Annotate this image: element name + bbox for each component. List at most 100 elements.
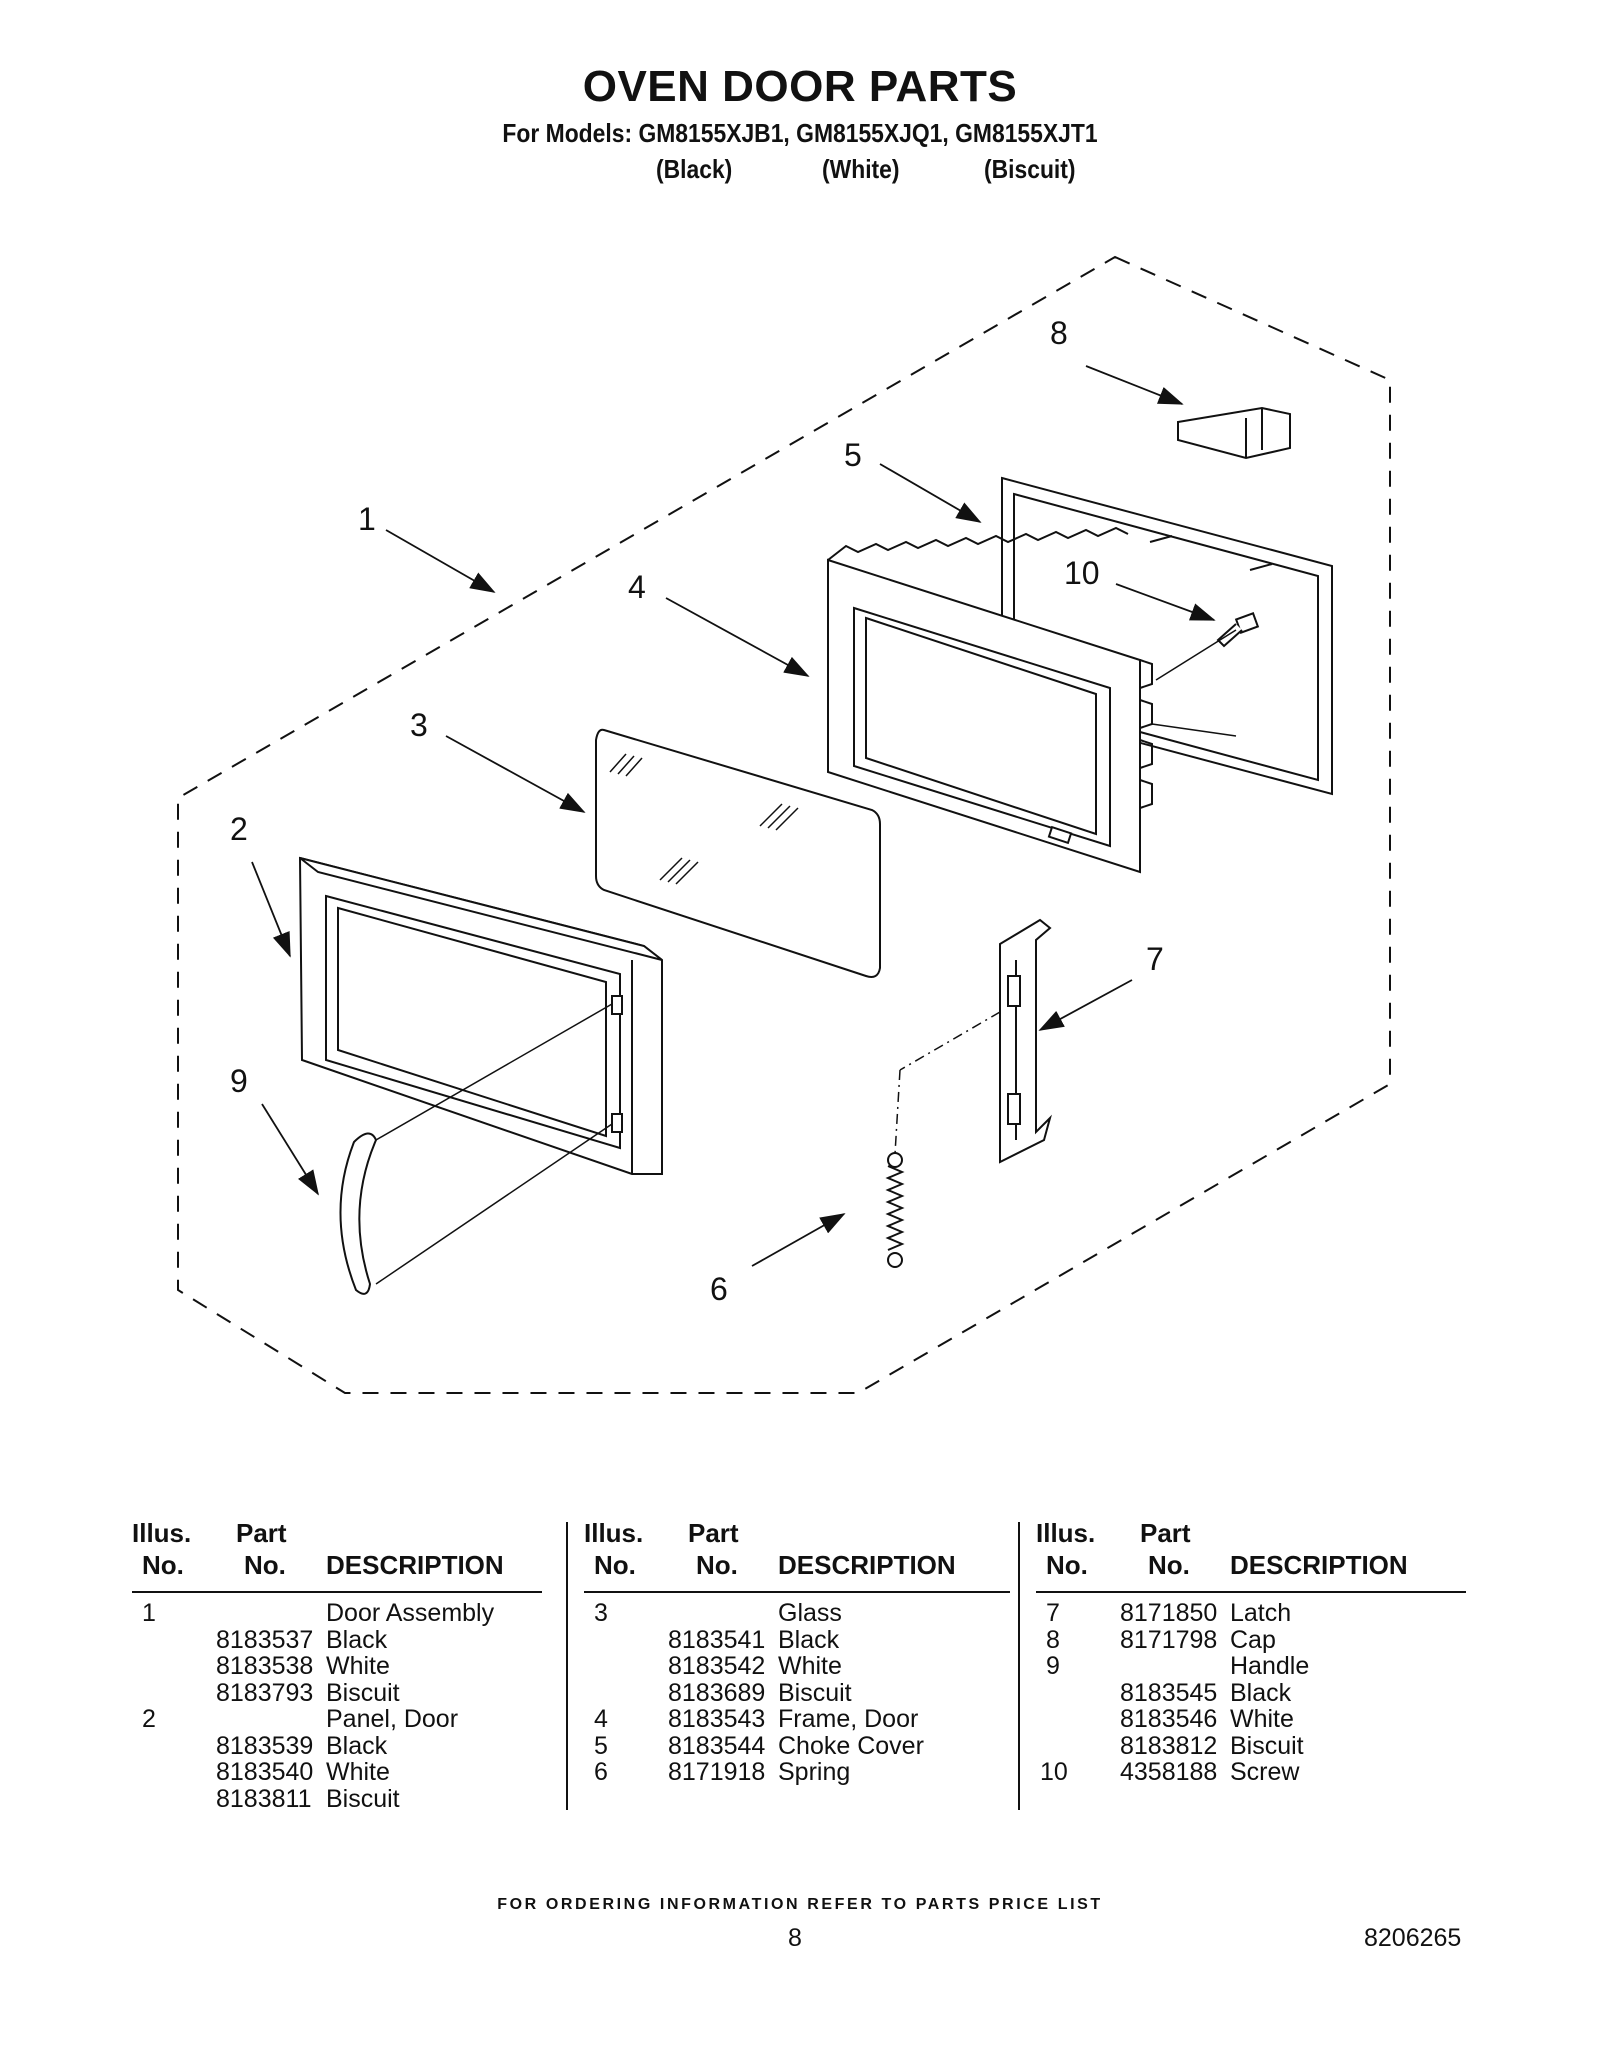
table-header: Illus. No. Part No. DESCRIPTION xyxy=(132,1518,558,1590)
table-cell-illus: 7 xyxy=(1046,1599,1060,1627)
callout-label: 2 xyxy=(230,811,248,847)
cap-part xyxy=(1177,406,1291,460)
table-cell-illus: 6 xyxy=(594,1758,608,1786)
table-cell-description: White xyxy=(778,1652,842,1680)
handle-part xyxy=(339,1132,378,1295)
table-cell-illus: 5 xyxy=(594,1731,608,1760)
header-illus: Illus. xyxy=(584,1518,644,1548)
callout-label: 8 xyxy=(1050,315,1068,351)
table-cell-description: Door Assembly xyxy=(326,1599,495,1627)
table-cell-part-no: 8183812 xyxy=(1120,1731,1218,1760)
table-cell-part-no: 8183546 xyxy=(1120,1705,1218,1733)
assembly-boundary xyxy=(177,255,1391,1394)
callout-label: 3 xyxy=(410,707,428,743)
header-illus-no: No. xyxy=(594,1550,636,1580)
table-header: Illus. No. Part No. DESCRIPTION xyxy=(584,1518,1014,1590)
exploded-parts-diagram: 1 2 3 4 5 6 7 8 9 10 xyxy=(177,255,1391,1394)
table-cell-description: Frame, Door xyxy=(778,1705,919,1733)
callout-label: 1 xyxy=(358,501,376,537)
table-cell-part-no: 8183541 xyxy=(668,1625,766,1654)
parts-table-column-1: Illus. No. Part No. DESCRIPTION xyxy=(132,1518,558,1808)
table-cell-part-no: 4358188 xyxy=(1120,1758,1218,1786)
document-number: 8206265 xyxy=(1364,1924,1462,1952)
table-cell-description: Biscuit xyxy=(778,1678,852,1707)
assembly-lines xyxy=(375,629,1237,1285)
models-subtitle: For Models: GM8155XJB1, GM8155XJQ1, GM81… xyxy=(502,118,1098,148)
table-cell-part-no: 8171798 xyxy=(1120,1625,1218,1654)
column-divider xyxy=(566,1522,568,1810)
table-cell-part-no: 8183545 xyxy=(1120,1678,1218,1707)
header-part: Part xyxy=(688,1518,739,1548)
table-cell-description: Black xyxy=(326,1731,388,1760)
table-cell-illus: 8 xyxy=(1046,1625,1060,1654)
table-cell-part-no: 8183537 xyxy=(216,1625,314,1654)
column-divider xyxy=(1018,1522,1020,1810)
header-illus: Illus. xyxy=(132,1518,192,1548)
table-cell-description: White xyxy=(326,1652,390,1680)
ordering-note: FOR ORDERING INFORMATION REFER TO PARTS … xyxy=(497,1896,1103,1913)
table-cell-part-no: 8171918 xyxy=(668,1758,766,1786)
callout-label: 4 xyxy=(628,569,646,605)
parts-table-column-3: Illus. No. Part No. DESCRIPTION xyxy=(1036,1518,1466,1808)
table-cell-description: Spring xyxy=(778,1758,851,1786)
callout-label: 10 xyxy=(1064,555,1100,591)
header-part-no: No. xyxy=(244,1550,286,1580)
table-cell-description: Choke Cover xyxy=(778,1731,924,1760)
table-cell-description: White xyxy=(1230,1705,1294,1733)
table-cell-illus: 9 xyxy=(1046,1652,1060,1680)
table-cell-illus: 1 xyxy=(142,1599,156,1627)
callout-label: 7 xyxy=(1146,941,1164,977)
table-cell-part-no: 8183689 xyxy=(668,1678,766,1707)
page-title: OVEN DOOR PARTS xyxy=(582,62,1018,111)
page-number: 8 xyxy=(788,1924,802,1952)
table-cell-part-no: 8171850 xyxy=(1120,1599,1218,1627)
color-label-biscuit: (Biscuit) xyxy=(984,154,1076,184)
callout-arrows xyxy=(251,365,1216,1267)
table-header: Illus. No. Part No. DESCRIPTION xyxy=(1036,1518,1466,1590)
door-panel-part xyxy=(298,856,663,1175)
callout-label: 5 xyxy=(844,437,862,473)
table-cell-part-no: 8183544 xyxy=(668,1731,766,1760)
table-cell-illus: 2 xyxy=(142,1705,156,1733)
table-cell-description: Biscuit xyxy=(1230,1731,1304,1760)
table-cell-illus: 4 xyxy=(594,1705,608,1733)
table-cell-part-no: 8183793 xyxy=(216,1678,314,1707)
header-rule xyxy=(1036,1591,1466,1593)
table-cell-description: Screw xyxy=(1230,1758,1300,1786)
table-cell-description: White xyxy=(326,1758,390,1786)
table-cell-illus: 3 xyxy=(594,1599,608,1627)
table-cell-description: Handle xyxy=(1230,1652,1310,1680)
table-cell-description: Cap xyxy=(1230,1625,1276,1654)
spring-part xyxy=(885,1152,905,1268)
callout-label: 6 xyxy=(710,1271,728,1307)
header-illus-no: No. xyxy=(1046,1550,1088,1580)
parts-table-column-2: Illus. No. Part No. DESCRIPTION xyxy=(584,1518,1014,1808)
screw-part xyxy=(1216,612,1260,648)
table-cell-description: Biscuit xyxy=(326,1678,400,1707)
header-part: Part xyxy=(1140,1518,1191,1548)
header-rule xyxy=(132,1591,542,1593)
table-cell-description: Black xyxy=(326,1625,388,1654)
header-illus-no: No. xyxy=(142,1550,184,1580)
header-part-no: No. xyxy=(696,1550,738,1580)
header-description: DESCRIPTION xyxy=(778,1550,956,1580)
header-part: Part xyxy=(236,1518,287,1548)
table-cell-description: Glass xyxy=(778,1599,842,1627)
header-description: DESCRIPTION xyxy=(1230,1550,1408,1580)
table-cell-part-no: 8183811 xyxy=(216,1784,312,1813)
table-cell-part-no: 8183539 xyxy=(216,1731,314,1760)
table-cell-part-no: 8183538 xyxy=(216,1652,314,1680)
table-cell-illus: 10 xyxy=(1040,1758,1068,1786)
callout-label: 9 xyxy=(230,1063,248,1099)
door-frame-part xyxy=(827,526,1153,874)
header-rule xyxy=(584,1591,1010,1593)
table-cell-part-no: 8183542 xyxy=(668,1652,766,1680)
table-cell-description: Black xyxy=(1230,1678,1292,1707)
table-cell-description: Panel, Door xyxy=(326,1705,459,1733)
color-label-black: (Black) xyxy=(656,154,733,184)
table-cell-description: Black xyxy=(778,1625,840,1654)
table-cell-description: Biscuit xyxy=(326,1784,400,1813)
table-cell-description: Latch xyxy=(1230,1599,1292,1627)
header-description: DESCRIPTION xyxy=(326,1550,504,1580)
color-label-white: (White) xyxy=(822,154,900,184)
